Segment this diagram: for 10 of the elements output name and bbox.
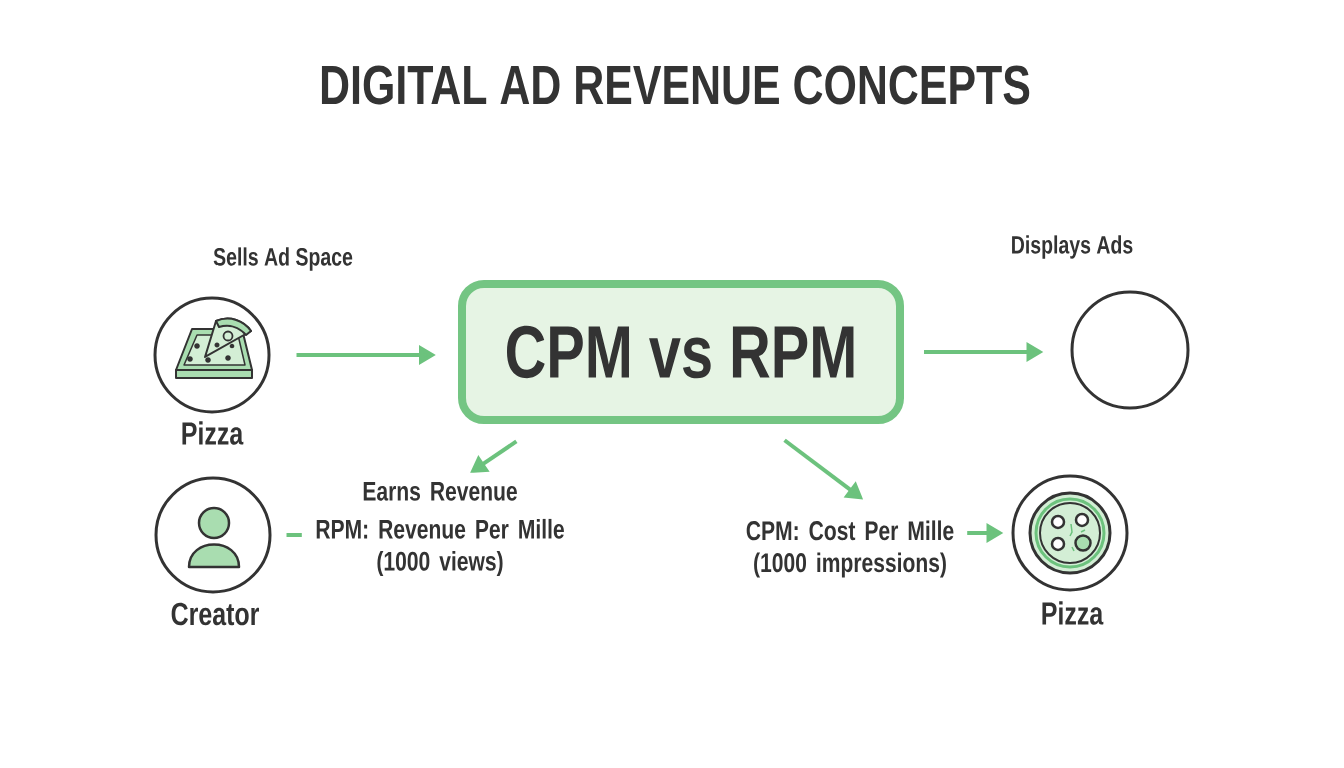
title: DIGITAL AD REVENUE CONCEPTS: [321, 65, 1030, 105]
action-label: Sells Ad Space: [213, 247, 353, 271]
node-label: Pizza: [182, 421, 244, 445]
definition-text: CPM: Cost Per Mille (1000 impressions): [746, 520, 954, 578]
connector-line: [286, 533, 302, 537]
node-label: Pizza: [1042, 601, 1104, 625]
concept-box: CPM vs RPM: [458, 280, 904, 424]
node-label: Creator: [171, 602, 259, 626]
definition-text: Earns Revenue RPM: Revenue Per Mille (1000 views): [316, 481, 564, 577]
action-label: Displays Ads: [1012, 235, 1133, 259]
